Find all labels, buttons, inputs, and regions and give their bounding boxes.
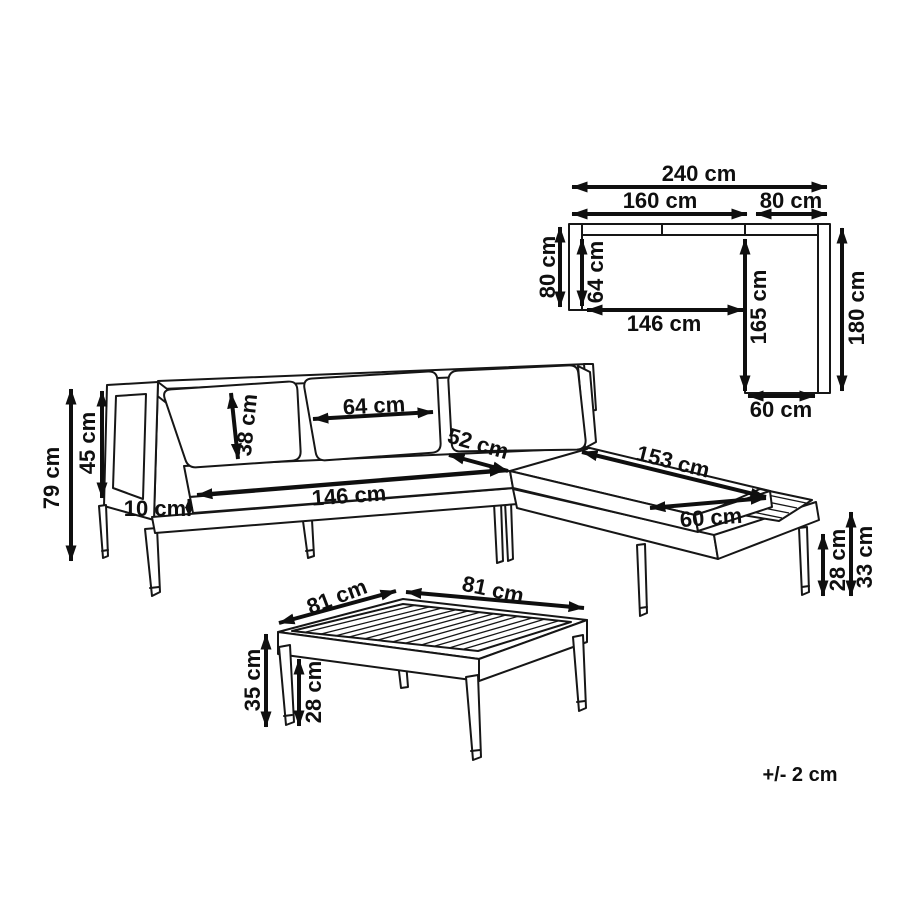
dim-label-10: 10 cm (124, 496, 186, 521)
chaise-leg-front-left-foot (639, 606, 648, 609)
chaise-leg-front-left (636, 543, 648, 617)
dim-label-33: 33 cm (852, 526, 877, 588)
sofa-leg-back-left-foot (101, 549, 109, 552)
table-leg-center-foot (470, 749, 481, 752)
dim-label-plan-146: 146 cm (627, 311, 702, 336)
tolerance-note: +/- 2 cm (762, 764, 837, 786)
table-leg-right-foot (576, 700, 586, 703)
dim-label-79: 79 cm (39, 447, 64, 509)
sofa-leg-front-left (144, 527, 161, 597)
sofa-leg-back-left (98, 504, 109, 559)
armrest-frame-opening (112, 393, 147, 500)
back-cushion-3 (447, 364, 587, 453)
table-leg-left (278, 644, 295, 726)
chaise-cushion-left-edge (509, 448, 588, 472)
dim-label-plan-180: 180 cm (844, 271, 869, 346)
table-leg-center (465, 674, 482, 761)
dim-label-35: 35 cm (240, 649, 265, 711)
dim-label-plan-80-top: 80 cm (760, 188, 822, 213)
dim-label-plan-160: 160 cm (623, 188, 698, 213)
dim-label-28-table: 28 cm (301, 661, 326, 723)
table-apron-right (478, 619, 588, 682)
dim-label-plan-240: 240 cm (662, 161, 737, 186)
chaise-leg-front-right (798, 526, 810, 596)
back-rail-top (157, 363, 589, 382)
dim-arrow-64-cushion (312, 407, 434, 424)
dim-arrow-38 (227, 392, 242, 460)
sofa-leg-middle (302, 519, 315, 559)
dim-label-81-right: 81 cm (460, 571, 526, 608)
dim-arrow-153 (581, 450, 767, 499)
dim-label-146-seat: 146 cm (311, 480, 387, 510)
dim-arrow-81-right (405, 587, 585, 613)
chaise-leg-front-right-foot (801, 585, 810, 588)
sofa-leg-corner-b (504, 501, 514, 562)
sofa-leg-middle-foot (305, 549, 314, 552)
sofa-front-view: 79 cm 45 cm 38 cm 64 cm 52 cm 146 cm 10 … (39, 363, 877, 617)
dim-label-64-cushion: 64 cm (342, 391, 406, 419)
sofa-leg-corner-a (493, 501, 504, 564)
dim-arrow-60-chaise (649, 493, 767, 513)
table-leg-left-foot (283, 714, 293, 717)
dim-label-45: 45 cm (75, 412, 100, 474)
dim-arrow-81-left (278, 589, 397, 625)
sofa-leg-front-left-foot (149, 586, 160, 589)
coffee-table-view: 81 cm 81 cm 35 cm 28 cm (240, 571, 588, 761)
sofa-plan-view: 240 cm 160 cm 80 cm 80 cm 64 cm 146 cm 1… (535, 161, 869, 422)
dim-label-plan-60: 60 cm (750, 397, 812, 422)
dim-label-plan-64: 64 cm (583, 241, 608, 303)
dim-label-60-chaise: 60 cm (679, 503, 743, 532)
dim-label-plan-165: 165 cm (746, 270, 771, 345)
dim-arrow-146-seat (196, 465, 506, 500)
dim-label-plan-80-left: 80 cm (535, 236, 560, 298)
dim-label-28-sofa: 28 cm (825, 529, 850, 591)
table-leg-right (572, 634, 587, 712)
